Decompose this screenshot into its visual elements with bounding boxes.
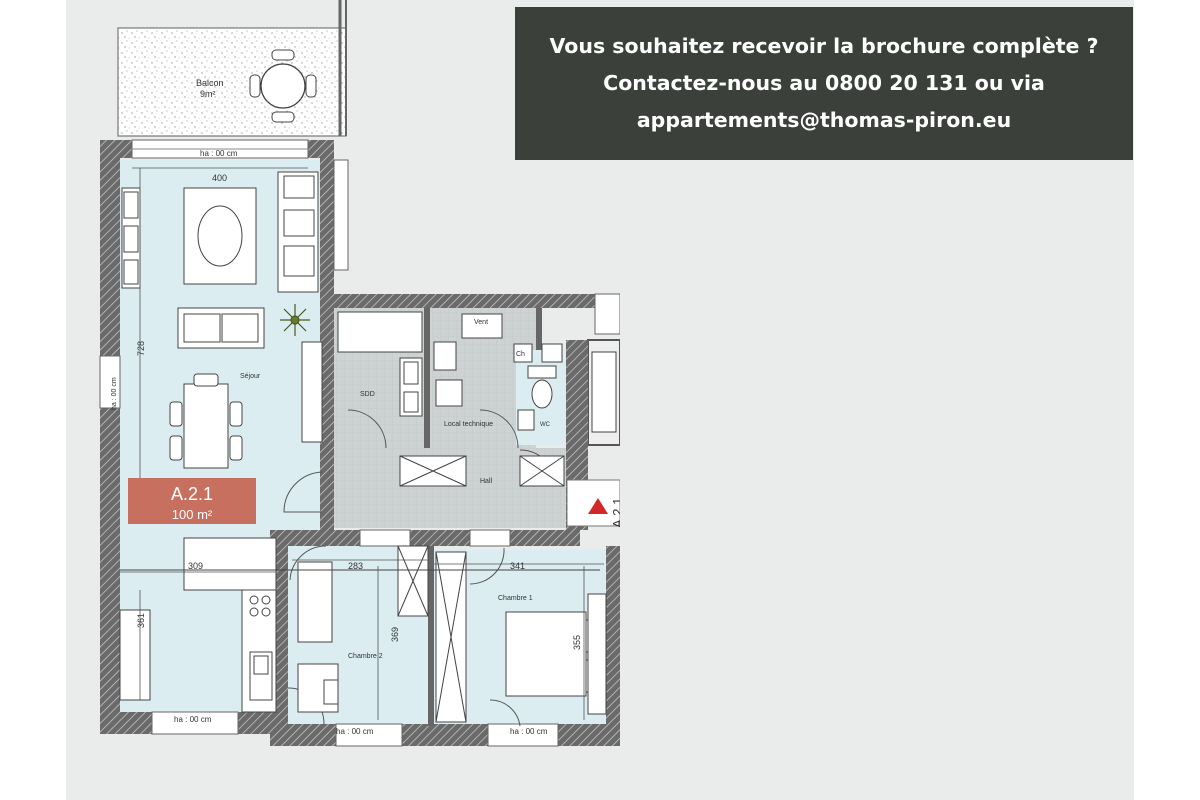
balcony-area-label: 9m² — [200, 89, 216, 99]
hall-label: Hall — [480, 478, 493, 485]
balcony — [117, 0, 347, 137]
dimension-lines — [120, 167, 604, 720]
ch-label: Ch — [516, 351, 525, 358]
bedroom2-label: Chambre 2 — [348, 653, 383, 660]
kitchen-width-label: 309 — [188, 561, 203, 571]
bedroom-furniture — [297, 545, 607, 723]
technical-room-label: Local technique — [444, 421, 493, 428]
unit-code: A.2.1 — [171, 484, 213, 504]
balcony-table-icon — [249, 49, 317, 123]
bedroom2-width-label: 283 — [348, 561, 363, 571]
entrance-code: A.2.1 — [610, 498, 620, 528]
unit-area: 100 m² — [172, 507, 213, 522]
living-furniture — [119, 171, 323, 701]
bedroom2-height-label: 369 — [390, 627, 400, 642]
living-width-label: 400 — [212, 173, 227, 183]
floor-plan: Balcon 9m² ha : 00 cm 400 728 ha : 00 cm… — [99, 0, 620, 747]
window-bottom-bedroom1-label: ha : 00 cm — [510, 727, 548, 736]
living-height-label: 728 — [136, 341, 146, 356]
banner-line-1: Vous souhaitez recevoir la brochure comp… — [549, 34, 1099, 58]
bedroom1-label: Chambre 1 — [498, 595, 533, 602]
banner-line-2: Contactez-nous au 0800 20 131 ou via — [603, 71, 1045, 95]
sanitary-fixtures — [337, 311, 617, 487]
window-bottom-kitchen-label: ha : 00 cm — [174, 715, 212, 724]
balcony-label: Balcon — [196, 78, 224, 88]
window-left-label: ha : 00 cm — [111, 377, 118, 410]
living-room-label: Séjour — [240, 373, 261, 380]
entrance-marker: A.2.1 — [566, 479, 620, 528]
vent-label: Vent — [474, 319, 488, 326]
banner-line-3: appartements@thomas-piron.eu — [636, 108, 1012, 132]
entrance-arrow-icon — [588, 498, 608, 514]
bathroom-label: SDD — [360, 391, 375, 398]
bedroom1-height-label: 355 — [572, 635, 582, 650]
kitchen — [183, 537, 277, 713]
brochure-banner: Vous souhaitez recevoir la brochure comp… — [515, 7, 1133, 160]
wc-label: WC — [540, 422, 551, 428]
bedroom1-width-label: 341 — [510, 561, 525, 571]
window-top-label: ha : 00 cm — [200, 149, 238, 158]
unit-badge: A.2.1 100 m² — [128, 478, 256, 524]
windows — [99, 139, 559, 747]
plant-icon — [280, 304, 310, 336]
window-bottom-bedroom2-label: ha : 00 cm — [336, 727, 374, 736]
kitchen-height-label: 361 — [136, 613, 146, 628]
